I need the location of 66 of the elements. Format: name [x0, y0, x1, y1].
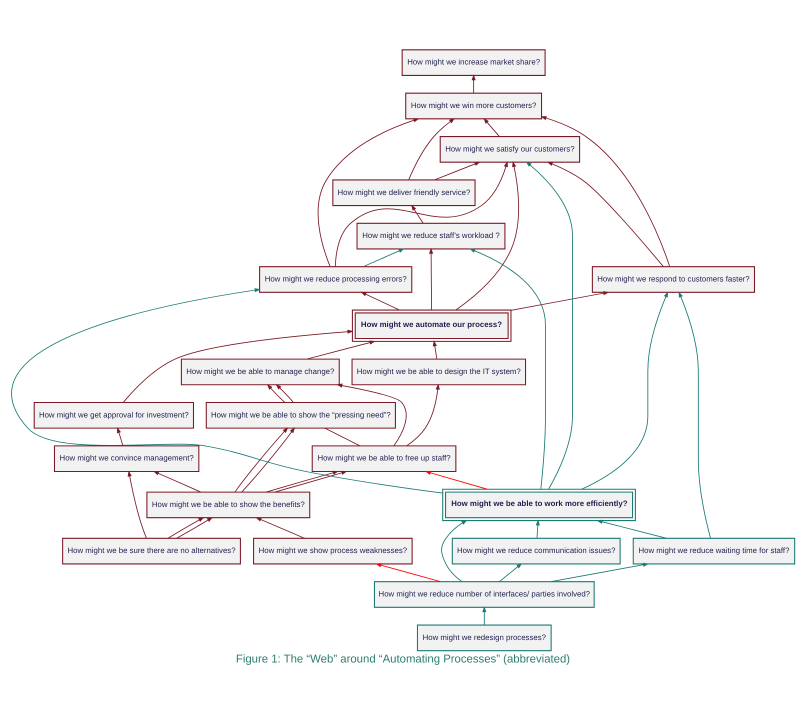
arrow: [510, 291, 610, 311]
node-box: How might we reduce processing errors?: [259, 266, 412, 293]
arrow: [482, 606, 486, 626]
node-box: How might we automate our process?: [352, 310, 512, 342]
arrow: [432, 340, 438, 360]
arrow: [176, 517, 213, 539]
arrow: [336, 384, 407, 446]
arrow: [406, 384, 440, 446]
arrow: [678, 291, 711, 539]
node-box: How might we reduce number of interfaces/ parties involved?: [374, 581, 595, 608]
node-box: How might we be able to free up staff?: [312, 445, 456, 472]
arrow: [483, 118, 500, 137]
node-box: How might we reduce waiting time for staff?: [632, 538, 796, 564]
node-box: How might we show process weaknesses?: [253, 538, 413, 564]
caption: Figure 1: The “Web” around “Automating Processes” (abbreviated): [236, 654, 570, 666]
node-box: How might we be able to work more efficiently?: [442, 488, 636, 522]
arrow: [498, 563, 522, 582]
arrow: [360, 292, 400, 310]
arrow: [441, 520, 468, 582]
connector: [324, 428, 360, 446]
arrow: [11, 288, 443, 494]
node-box: How might we redesign processes?: [416, 624, 552, 652]
arrow: [596, 520, 668, 539]
arrow: [472, 74, 476, 94]
arrow: [546, 162, 664, 268]
arrow: [424, 470, 488, 490]
arrow: [550, 562, 649, 582]
node-box: How might we be able to design the IT system?: [352, 358, 526, 386]
node-box: How might we be able to show the “pressing need”?: [206, 402, 396, 429]
arrow: [276, 384, 294, 403]
node-box: How might we be able to manage change?: [180, 358, 340, 386]
node-box: How might we deliver friendly service?: [332, 179, 476, 206]
arrow: [429, 248, 434, 310]
node-box: How might we satisfy our customers?: [440, 136, 580, 163]
node-box: How might we respond to customers faster?: [592, 266, 756, 293]
arrow: [116, 427, 124, 446]
arrow: [526, 161, 573, 490]
arrow: [255, 517, 305, 539]
arrow: [274, 470, 348, 492]
arrow: [234, 427, 288, 492]
arrow: [334, 160, 508, 268]
arrow: [128, 470, 147, 538]
node-box: How might we be able to show the benefits?: [146, 492, 310, 518]
arrow: [375, 563, 441, 582]
arrow: [469, 248, 546, 490]
arrow: [540, 116, 670, 267]
node-box: How might we increase market share?: [402, 49, 546, 76]
arrow: [411, 204, 424, 224]
arrow: [153, 471, 202, 492]
arrow: [122, 330, 354, 403]
arrow: [241, 427, 296, 492]
node-box: How might we convince management?: [54, 445, 200, 472]
arrow: [581, 291, 668, 490]
node-box: How might we be sure there are no alternatives?: [62, 538, 241, 564]
arrow: [168, 517, 204, 539]
arrow: [266, 470, 339, 492]
arrow: [306, 340, 376, 360]
arrow: [266, 384, 286, 403]
arrow: [456, 161, 520, 310]
node-box: How might we get approval for investment?: [34, 402, 194, 429]
arrow: [318, 118, 420, 267]
node-box: How might we win more customers?: [405, 92, 542, 120]
node-box: How might we reduce communication issues?: [452, 538, 621, 564]
node-box: How might we reduce staff’s workload ?: [356, 222, 506, 250]
arrow: [408, 118, 456, 180]
arrow: [536, 519, 540, 539]
